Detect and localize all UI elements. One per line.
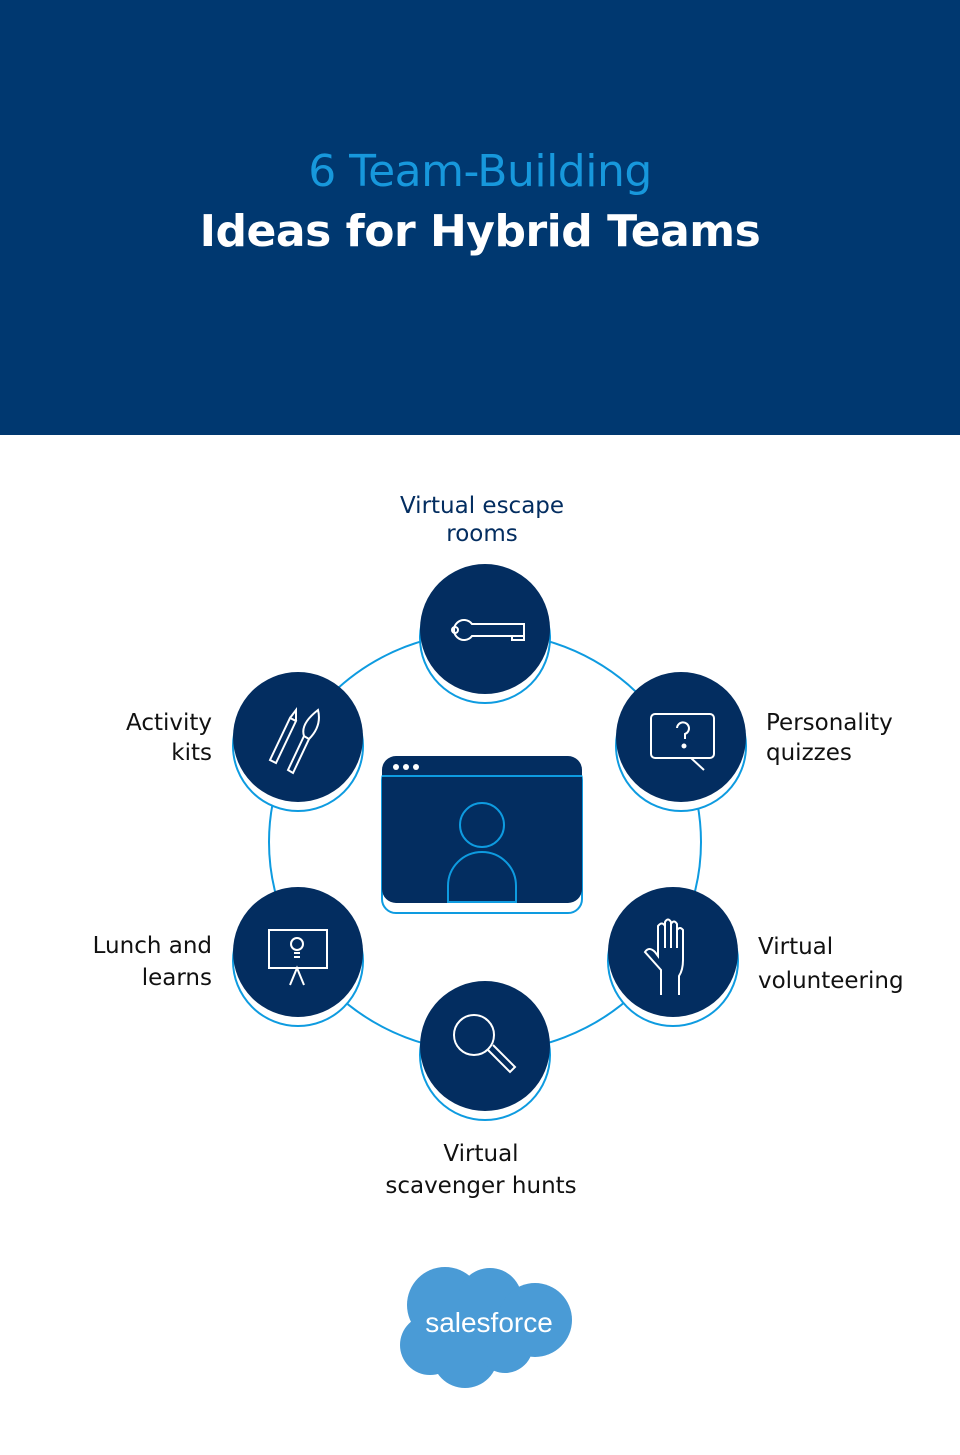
node-personality-quizzes: [615, 672, 747, 812]
header-banner: 6 Team-Building Ideas for Hybrid Teams: [0, 0, 960, 435]
salesforce-logo: salesforce: [400, 1267, 572, 1388]
magnifier-icon: [453, 1014, 517, 1074]
node-lunch-and-learns: [232, 887, 364, 1027]
question-screen-icon: [650, 713, 715, 771]
node-escape-rooms: [419, 564, 551, 704]
presentation-board-icon: [268, 929, 328, 986]
node-activity-kits: [232, 672, 364, 812]
title-line-1: 6 Team-Building: [308, 146, 652, 197]
svg-text:salesforce: salesforce: [425, 1307, 553, 1338]
pencil-brush-icon: [268, 707, 320, 775]
node-scavenger-hunts: [419, 981, 551, 1121]
node-virtual-volunteering: [607, 887, 739, 1027]
key-icon: [451, 619, 525, 641]
title-line-2: Ideas for Hybrid Teams: [199, 206, 761, 257]
video-call-window-icon: [381, 756, 583, 914]
raised-hand-icon: [643, 918, 684, 995]
